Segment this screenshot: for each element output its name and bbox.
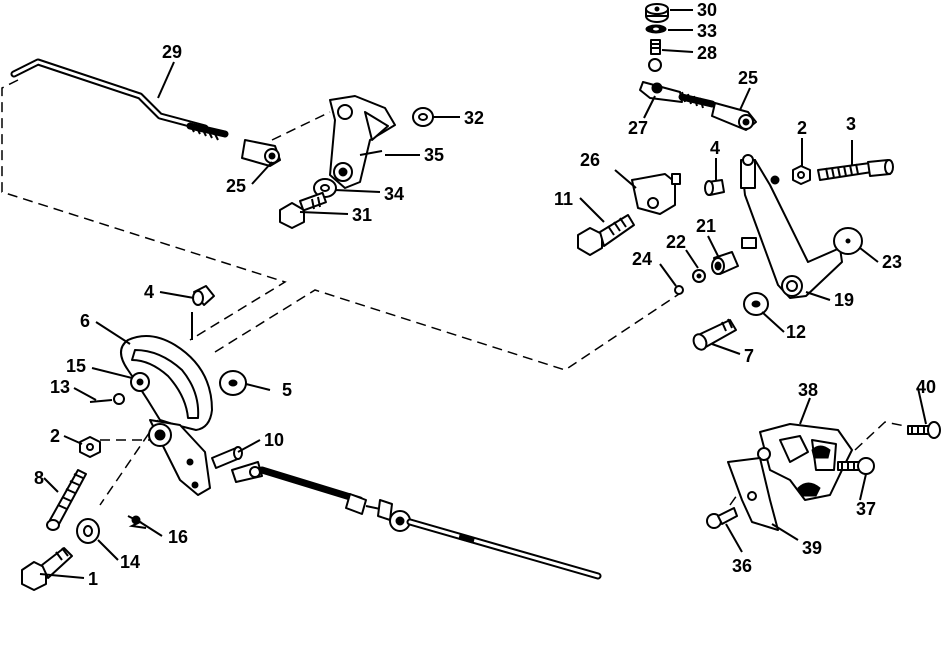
part-25-ball-socket-right <box>711 102 757 131</box>
callout-16: 16 <box>168 527 188 547</box>
callout-34: 34 <box>384 184 404 204</box>
callout-36: 36 <box>732 556 752 576</box>
part-35-throttle-arm <box>329 95 396 189</box>
callout-5: 5 <box>282 380 292 400</box>
part-30-cap <box>645 3 669 23</box>
part-4-spacer-left <box>191 285 215 340</box>
callout-28: 28 <box>697 43 717 63</box>
callout-2-right: 2 <box>797 118 807 138</box>
part-31-bolt <box>279 191 327 229</box>
callout-4-right: 4 <box>710 138 720 158</box>
callout-31: 31 <box>352 205 372 225</box>
callout-37: 37 <box>856 499 876 519</box>
callout-21: 21 <box>696 216 716 236</box>
callout-6: 6 <box>80 311 90 331</box>
part-2-nut-left <box>79 436 101 458</box>
part-29-link-rod <box>10 58 229 141</box>
shift-cable-rod <box>231 461 602 580</box>
part-32-washer <box>412 107 434 127</box>
callout-leaders <box>39 9 927 579</box>
callout-19: 19 <box>834 290 854 310</box>
callout-7: 7 <box>744 346 754 366</box>
callout-25-left: 25 <box>226 176 246 196</box>
callout-25-right: 25 <box>738 68 758 88</box>
part-26-block <box>631 173 681 215</box>
callout-3: 3 <box>846 114 856 134</box>
part-6-lever-link <box>148 419 211 496</box>
part-23-washer <box>833 227 863 255</box>
part-22-washer <box>692 269 706 283</box>
part-7-bolt <box>692 318 737 351</box>
callout-11: 11 <box>554 189 573 209</box>
part-1-bolt <box>21 547 73 591</box>
callout-38: 38 <box>798 380 818 400</box>
callout-29: 29 <box>162 42 182 62</box>
part-33-washer <box>645 24 667 34</box>
callout-32: 32 <box>464 108 484 128</box>
callout-33: 33 <box>697 21 717 41</box>
callout-23: 23 <box>882 252 902 272</box>
part-21-bushing <box>711 251 739 275</box>
callout-30: 30 <box>697 0 717 20</box>
callout-10: 10 <box>264 430 284 450</box>
callout-13: 13 <box>50 377 70 397</box>
callout-8: 8 <box>34 468 44 488</box>
callout-15: 15 <box>66 356 86 376</box>
part-14-washer <box>76 518 100 544</box>
part-4-spacer-right <box>704 179 725 196</box>
part-28-stud <box>648 39 662 72</box>
part-12-washer <box>743 292 769 316</box>
part-36-screw <box>706 507 738 529</box>
part-38-bracket <box>757 423 853 501</box>
callout-24: 24 <box>632 249 652 269</box>
callout-4-left: 4 <box>144 282 154 302</box>
part-16-clip <box>127 515 147 529</box>
callout-1: 1 <box>88 569 98 589</box>
part-11-bolt <box>577 214 635 256</box>
callout-26: 26 <box>580 150 600 170</box>
part-3-screw <box>817 159 894 181</box>
part-25-ball-socket-left <box>241 139 281 167</box>
callout-14: 14 <box>120 552 140 572</box>
callout-12: 12 <box>786 322 806 342</box>
part-24-nut <box>674 285 684 295</box>
part-27-ball-socket <box>639 81 716 109</box>
part-40-screw <box>907 421 941 439</box>
part-39-plate <box>727 457 779 531</box>
part-10-pin <box>211 446 243 469</box>
part-5-washer <box>219 370 247 396</box>
part-2-nut-right <box>792 165 811 185</box>
part-8-screw <box>46 469 87 531</box>
callout-35: 35 <box>424 145 444 165</box>
callout-2-left: 2 <box>50 426 60 446</box>
part-15-washer <box>130 372 150 392</box>
callout-39: 39 <box>802 538 822 558</box>
callout-40: 40 <box>916 377 936 397</box>
callout-22: 22 <box>666 232 686 252</box>
part-13-screw <box>89 393 125 405</box>
callout-27: 27 <box>628 118 648 138</box>
part-19-lever-arm <box>740 154 843 299</box>
callout-labels: 29 25 32 35 34 31 30 33 28 25 27 26 11 4… <box>34 0 936 589</box>
part-6-cam-plate <box>120 335 213 431</box>
